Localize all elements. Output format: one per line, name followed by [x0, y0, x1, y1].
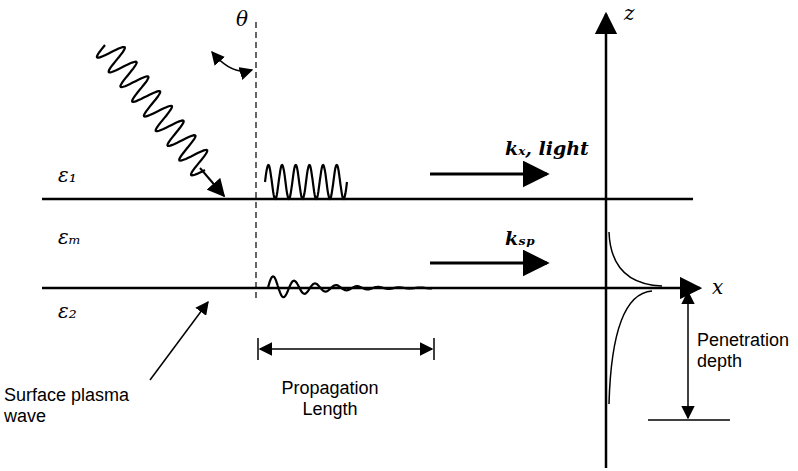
angle-arc — [212, 52, 252, 71]
z-axis — [605, 14, 608, 468]
permittivity-label: ε₂ — [58, 300, 77, 323]
dimension-label: Penetration depth — [697, 330, 795, 371]
tick — [433, 338, 435, 360]
tick — [257, 338, 259, 360]
axis-label: z — [624, 2, 635, 25]
k-light-arrow — [430, 173, 547, 176]
tick — [648, 419, 730, 421]
permittivity-label: ε₁ — [58, 164, 77, 187]
k-sp-arrow — [430, 262, 547, 265]
incident-light-wave — [97, 45, 207, 175]
pointer-line — [150, 302, 208, 380]
surface-plasma-wave — [268, 276, 432, 297]
wavevector-label: kₓ, light — [505, 138, 589, 160]
wavevector-label: kₛₚ — [505, 228, 535, 250]
upper-interface — [42, 198, 693, 201]
permittivity-label: εₘ — [58, 226, 81, 249]
light-wave — [265, 165, 347, 199]
propagation-length-dimension — [260, 348, 432, 350]
incident-arrow — [200, 168, 224, 196]
axis-label: x — [712, 276, 723, 299]
decay-curve-upper — [609, 232, 662, 286]
decay-curve-lower — [609, 291, 652, 404]
angle-symbol: θ — [236, 8, 248, 31]
surface-normal — [255, 22, 256, 300]
dimension-label: Propagation Length — [270, 378, 390, 419]
penetration-depth-dimension — [687, 292, 689, 418]
callout-label: Surface plasma wave — [4, 385, 144, 426]
